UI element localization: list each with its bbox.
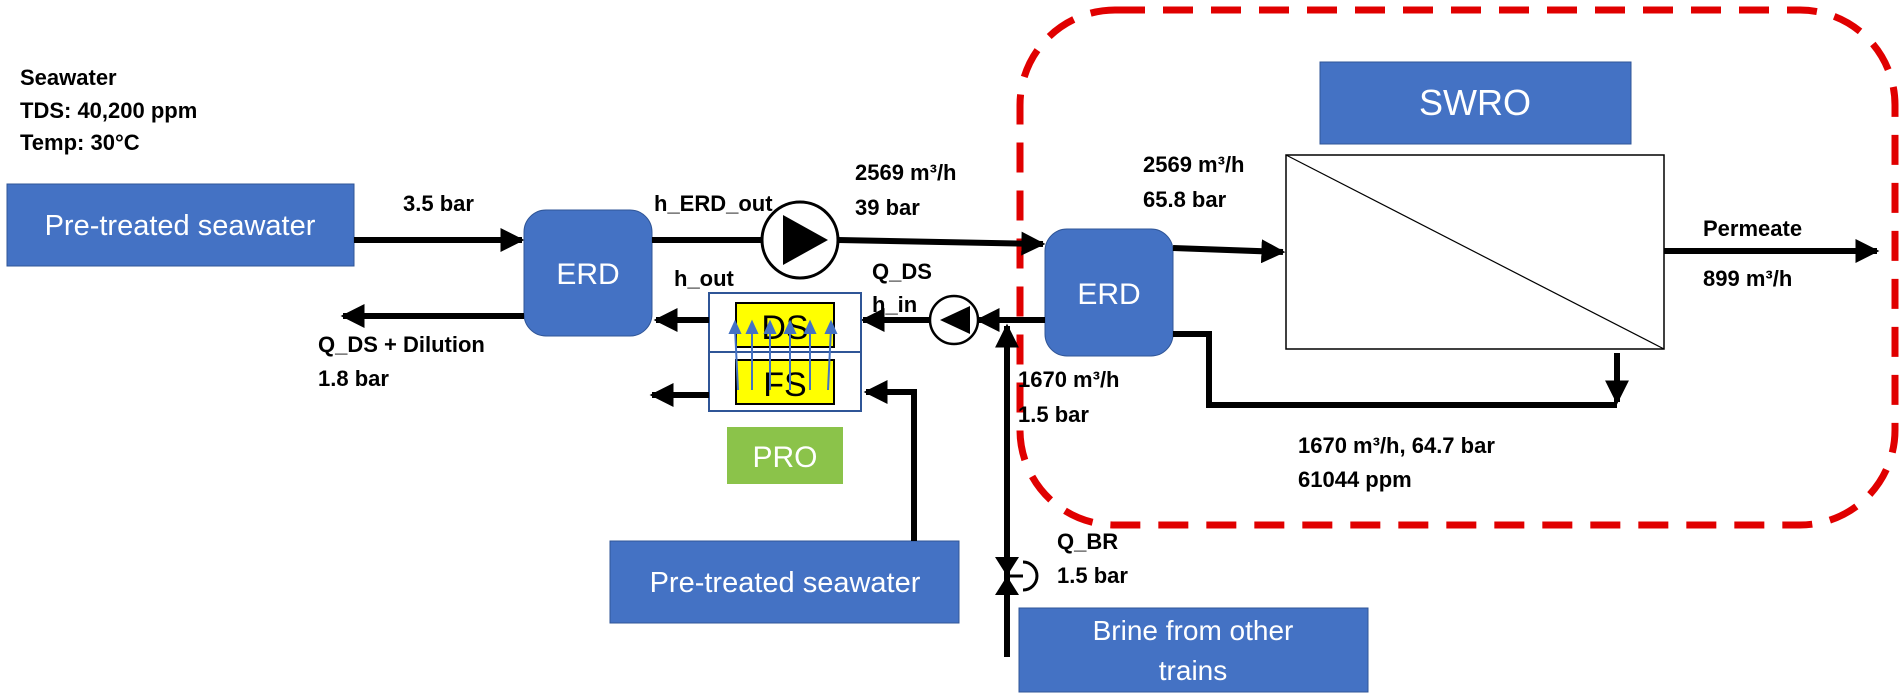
erd-left-box xyxy=(523,209,653,337)
q-br-pressure-label: 1.5 bar xyxy=(1057,563,1128,588)
swro-system-boundary xyxy=(1016,6,1899,529)
pretreated-seawater-box-bottom xyxy=(609,540,960,624)
hp-flow-label: 2569 m³/h xyxy=(855,160,957,185)
h-erd-out-label: h_ERD_out xyxy=(654,191,773,216)
dilution-pressure-label: 1.8 bar xyxy=(318,366,389,391)
pro-label-box xyxy=(727,427,843,484)
seawater-temp: Temp: 30°C xyxy=(20,130,140,155)
seawater-tds: TDS: 40,200 ppm xyxy=(20,98,197,123)
swro-title-box xyxy=(1319,61,1632,145)
concentrate-tds-label: 61044 ppm xyxy=(1298,467,1412,492)
osmosis-flux-arrows xyxy=(728,319,838,391)
high-pressure-pump-triangle xyxy=(783,215,828,265)
erd-to-swro-line xyxy=(1172,239,1286,264)
feed-pressure-label: 3.5 bar xyxy=(403,191,474,216)
brine-other-trains-box xyxy=(1018,607,1369,693)
q-ds-label: Q_DS xyxy=(872,259,932,284)
membrane-diagonal xyxy=(1285,154,1665,350)
brine-flow-label: 1670 m³/h xyxy=(1018,367,1120,392)
permeate-label: Permeate xyxy=(1703,216,1802,241)
pump-to-erd-line xyxy=(837,231,1046,256)
brine-other-trains-label-line2: trains xyxy=(1159,655,1227,686)
ro-feed-pressure-label: 65.8 bar xyxy=(1143,187,1227,212)
seawater-title: Seawater xyxy=(20,65,117,90)
booster-pump-triangle xyxy=(940,306,970,334)
pretreated-seawater-label-top: Pre-treated seawater xyxy=(45,210,316,242)
pretreated-seawater-box-top xyxy=(6,183,355,267)
h-in-label: h_in xyxy=(872,292,917,317)
erd-right-box xyxy=(1044,228,1174,357)
erd-right-label: ERD xyxy=(1077,278,1140,311)
h-out-label: h_out xyxy=(674,266,735,291)
brine-pressure-label: 1.5 bar xyxy=(1018,402,1089,427)
ro-feed-flow-label: 2569 m³/h xyxy=(1143,152,1245,177)
permeate-flow-label: 899 m³/h xyxy=(1703,266,1792,291)
q-br-label: Q_BR xyxy=(1057,529,1118,554)
q-ds-dilution-label: Q_DS + Dilution xyxy=(318,332,485,357)
brine-valve-actuator xyxy=(1022,560,1039,592)
hp-pressure-label: 39 bar xyxy=(855,195,920,220)
brine-other-trains-label-line1: Brine from other xyxy=(1093,615,1294,646)
concentrate-label: 1670 m³/h, 64.7 bar xyxy=(1298,433,1495,458)
pro-label: PRO xyxy=(752,441,817,474)
concentrate-loop-line xyxy=(1173,331,1617,408)
fs-inlet-line xyxy=(863,380,917,541)
pretreated-seawater-label-bottom: Pre-treated seawater xyxy=(650,567,921,599)
erd-left-label: ERD xyxy=(556,258,619,291)
swro-label: SWRO xyxy=(1419,82,1531,123)
